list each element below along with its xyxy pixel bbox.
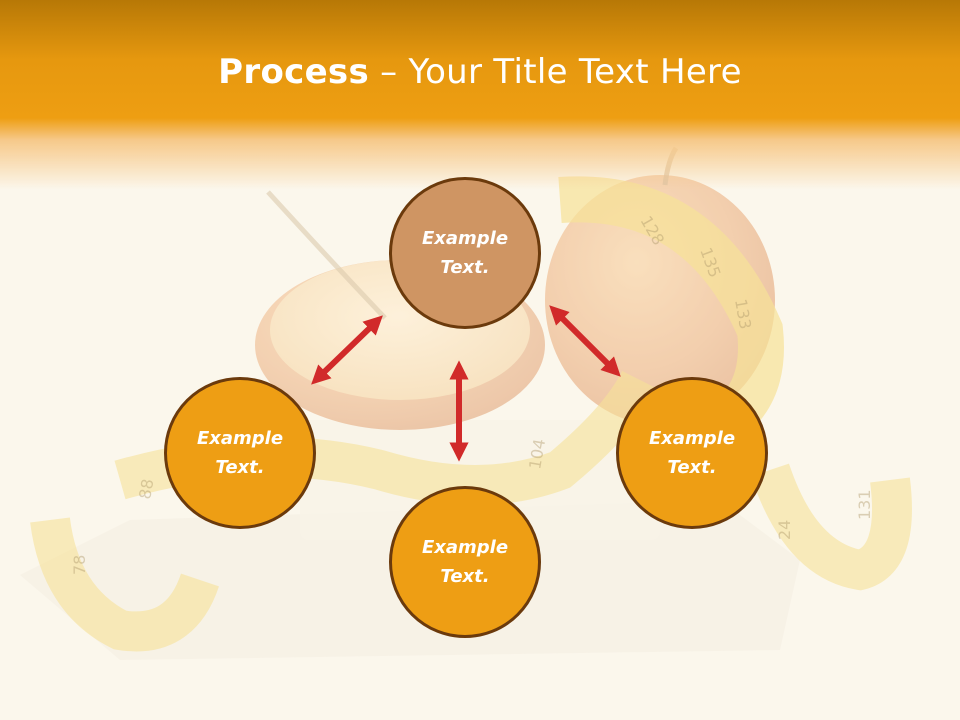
process-node-text: Example Text. <box>196 428 284 478</box>
title-rest-part: – Your Title Text Here <box>369 52 742 92</box>
process-node-text: Example Text. <box>421 228 509 278</box>
process-node-text: Example Text. <box>648 428 736 478</box>
slide-title[interactable]: Process – Your Title Text Here <box>0 52 960 92</box>
process-node-top[interactable]: Example Text. <box>389 177 541 329</box>
process-node-bottom[interactable]: Example Text. <box>389 486 541 638</box>
process-node-text: Example Text. <box>421 537 509 587</box>
tape-number: 24 <box>775 520 794 540</box>
tape-number: 78 <box>70 555 89 575</box>
double-arrow-icon <box>549 305 621 377</box>
process-node-left[interactable]: Example Text. <box>164 377 316 529</box>
tape-number: 88 <box>135 477 157 500</box>
process-node-right[interactable]: Example Text. <box>616 377 768 529</box>
double-arrow-icon <box>311 315 383 385</box>
title-bold-part: Process <box>218 52 370 92</box>
title-bar <box>0 0 960 190</box>
tape-number: 131 <box>855 489 874 520</box>
